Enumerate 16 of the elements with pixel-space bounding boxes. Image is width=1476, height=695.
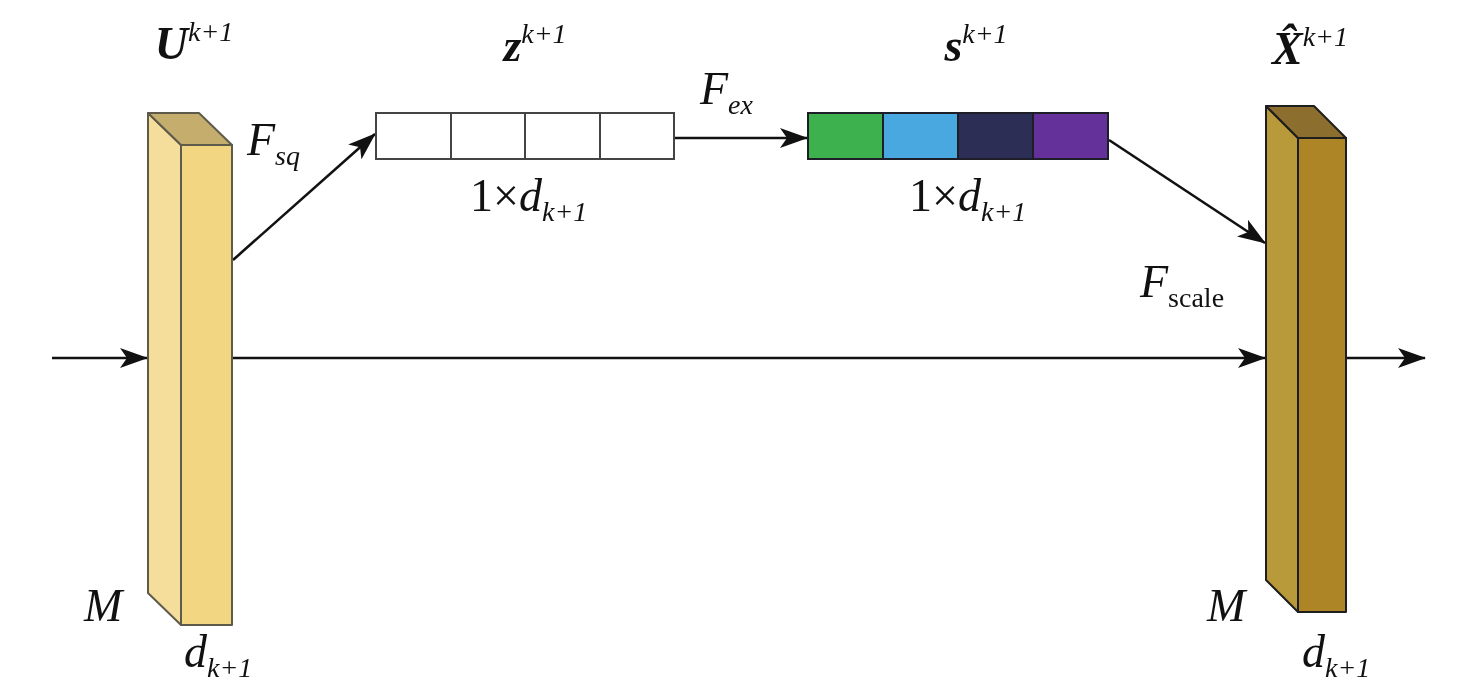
arrow	[52, 348, 148, 368]
arrow	[675, 128, 808, 148]
arrow	[1108, 138, 1266, 245]
dimension-label: M	[84, 581, 123, 632]
variable-label: U$^{k+1}$	[154, 16, 234, 71]
dimension-label: 1×d$_{k+1}$	[909, 171, 1027, 226]
dimension-label: 1×d$_{k+1}$	[470, 171, 588, 226]
variable-label: X̂$^{k+1}$	[1272, 21, 1348, 76]
arrow	[1347, 348, 1426, 368]
dimension-label: M	[1207, 581, 1246, 632]
arrow	[232, 133, 376, 261]
dimension-label: d$_{k+1}$	[1302, 627, 1371, 682]
dimension-label: d$_{k+1}$	[184, 627, 253, 682]
arrow	[233, 348, 1266, 368]
variable-label: s$^{k+1}$	[944, 18, 1008, 73]
variable-label: z$^{k+1}$	[503, 18, 567, 73]
